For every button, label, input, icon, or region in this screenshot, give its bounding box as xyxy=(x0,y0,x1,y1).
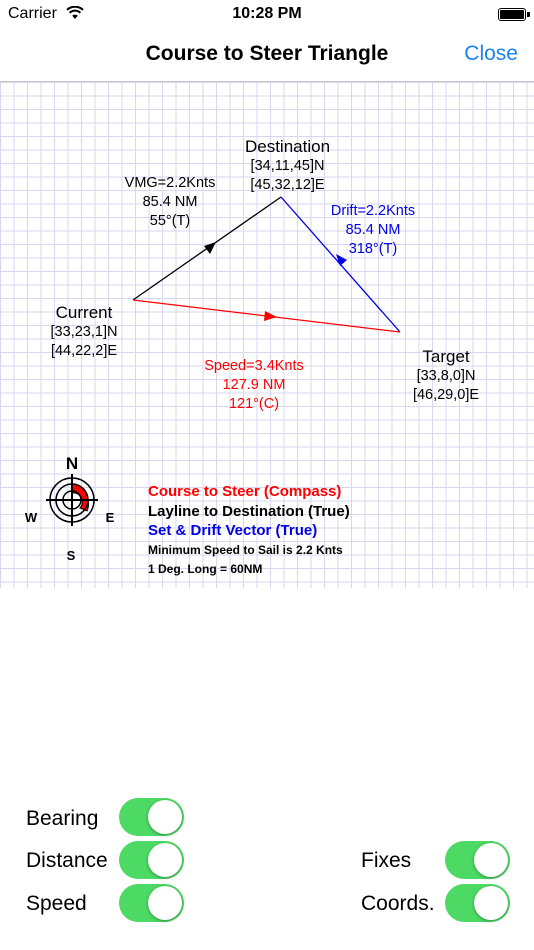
status-time: 10:28 PM xyxy=(232,5,302,22)
speed-label: Speed=3.4Knts 127.9 NM 121°(C) xyxy=(190,357,318,414)
vmg-label: VMG=2.2Knts 85.4 NM 55°(T) xyxy=(100,174,240,231)
carrier-label: Carrier xyxy=(8,5,57,22)
drift-label: Drift=2.2Knts 85.4 NM 318°(T) xyxy=(318,202,428,259)
toggle-distance-label: Distance xyxy=(26,849,108,872)
compass-east: E xyxy=(105,510,115,525)
toggle-fixes-label: Fixes xyxy=(361,849,412,872)
destination-lat: [34,11,45]N xyxy=(250,158,325,174)
switch-knob xyxy=(148,886,182,920)
legend-course: Course to Steer (Compass) xyxy=(148,483,342,500)
destination-name: Destination xyxy=(244,137,331,156)
compass-south: S xyxy=(66,548,76,563)
toggle-fixes-row: Fixes xyxy=(361,840,411,882)
legend-drift: Set & Drift Vector (True) xyxy=(148,522,318,539)
toggle-coords-switch[interactable] xyxy=(445,884,510,922)
speed-bearing: 121°(C) xyxy=(228,396,280,412)
legend: Course to Steer (Compass) Layline to Des… xyxy=(148,482,350,579)
target-lat: [33,8,0]N xyxy=(416,368,476,384)
layline-arrowhead xyxy=(204,242,216,254)
current-lon: [44,22,2]E xyxy=(50,343,118,359)
switch-knob xyxy=(148,843,182,877)
toggle-bearing-label: Bearing xyxy=(26,807,99,830)
compass-west: W xyxy=(24,510,38,525)
toggle-speed-switch[interactable] xyxy=(119,884,184,922)
drift-arrowhead xyxy=(336,254,347,266)
navigation-bar: Course to Steer Triangle Close xyxy=(0,30,534,82)
battery-icon xyxy=(498,8,530,21)
target-label: Target [33,8,0]N [46,29,0]E xyxy=(395,347,497,405)
current-label: Current [33,23,1]N [44,22,2]E xyxy=(30,303,138,361)
target-lon: [46,29,0]E xyxy=(412,387,480,403)
toggle-fixes-switch[interactable] xyxy=(445,841,510,879)
vmg-speed: VMG=2.2Knts xyxy=(124,175,216,191)
destination-lon: [45,32,12]E xyxy=(250,177,325,193)
toggle-bearing-row: Bearing xyxy=(26,798,98,840)
triangle-svg xyxy=(46,196,401,526)
switch-knob xyxy=(474,843,508,877)
page-title: Course to Steer Triangle xyxy=(145,42,389,65)
drift-distance: 85.4 NM xyxy=(345,222,401,238)
speed-value: Speed=3.4Knts xyxy=(204,358,304,374)
toggle-distance-row: Distance xyxy=(26,840,108,882)
legend-min-speed: Minimum Speed to Sail is 2.2 Knts xyxy=(148,542,343,557)
legend-long: 1 Deg. Long = 60NM xyxy=(148,561,263,576)
destination-label: Destination [34,11,45]N [45,32,12]E xyxy=(215,137,360,195)
toggle-speed-row: Speed xyxy=(26,883,87,925)
wifi-icon xyxy=(66,5,84,25)
triangle-diagram: Destination [34,11,45]N [45,32,12]E VMG=… xyxy=(0,82,534,588)
current-name: Current xyxy=(55,303,113,322)
legend-layline: Layline to Destination (True) xyxy=(148,502,350,520)
compass-icon xyxy=(46,474,98,526)
current-lat: [33,23,1]N xyxy=(50,324,118,340)
toggle-coords-row: Coords. xyxy=(361,883,435,925)
drift-speed: Drift=2.2Knts xyxy=(330,203,416,219)
vmg-distance: 85.4 NM xyxy=(142,194,198,210)
toggle-speed-label: Speed xyxy=(26,892,87,915)
target-name: Target xyxy=(422,347,470,366)
toggle-distance-switch[interactable] xyxy=(119,841,184,879)
vmg-bearing: 55°(T) xyxy=(149,213,191,229)
close-button[interactable]: Close xyxy=(464,42,518,65)
switch-knob xyxy=(148,800,182,834)
course-arrowhead xyxy=(264,311,277,321)
status-bar: Carrier 10:28 PM xyxy=(0,0,534,30)
switch-knob xyxy=(474,886,508,920)
compass-north: N xyxy=(65,454,79,473)
toggle-coords-label: Coords. xyxy=(361,892,435,915)
speed-distance: 127.9 NM xyxy=(222,377,286,393)
drift-bearing: 318°(T) xyxy=(348,241,398,257)
toggle-bearing-switch[interactable] xyxy=(119,798,184,836)
